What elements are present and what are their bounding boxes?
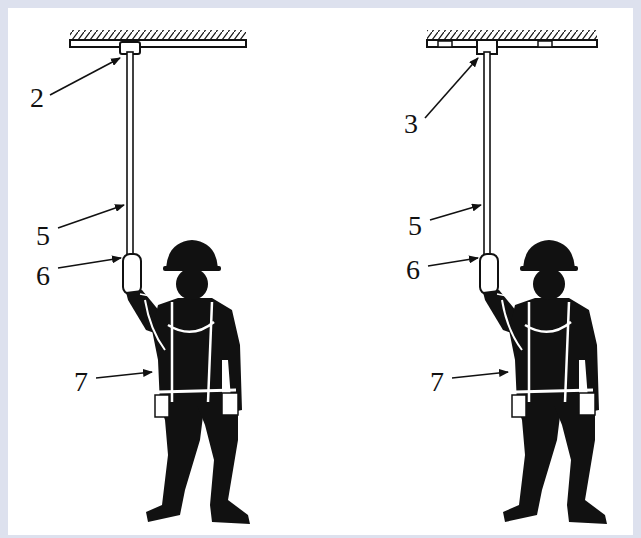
callout-number: 7 — [428, 368, 446, 396]
callout-number: 6 — [404, 256, 422, 284]
callout-number: 5 — [406, 212, 424, 240]
callout-number: 3 — [402, 110, 420, 138]
callout-number: 6 — [34, 262, 52, 290]
callout-number: 2 — [28, 84, 46, 112]
callout-number: 5 — [34, 222, 52, 250]
callout-number: 7 — [72, 368, 90, 396]
